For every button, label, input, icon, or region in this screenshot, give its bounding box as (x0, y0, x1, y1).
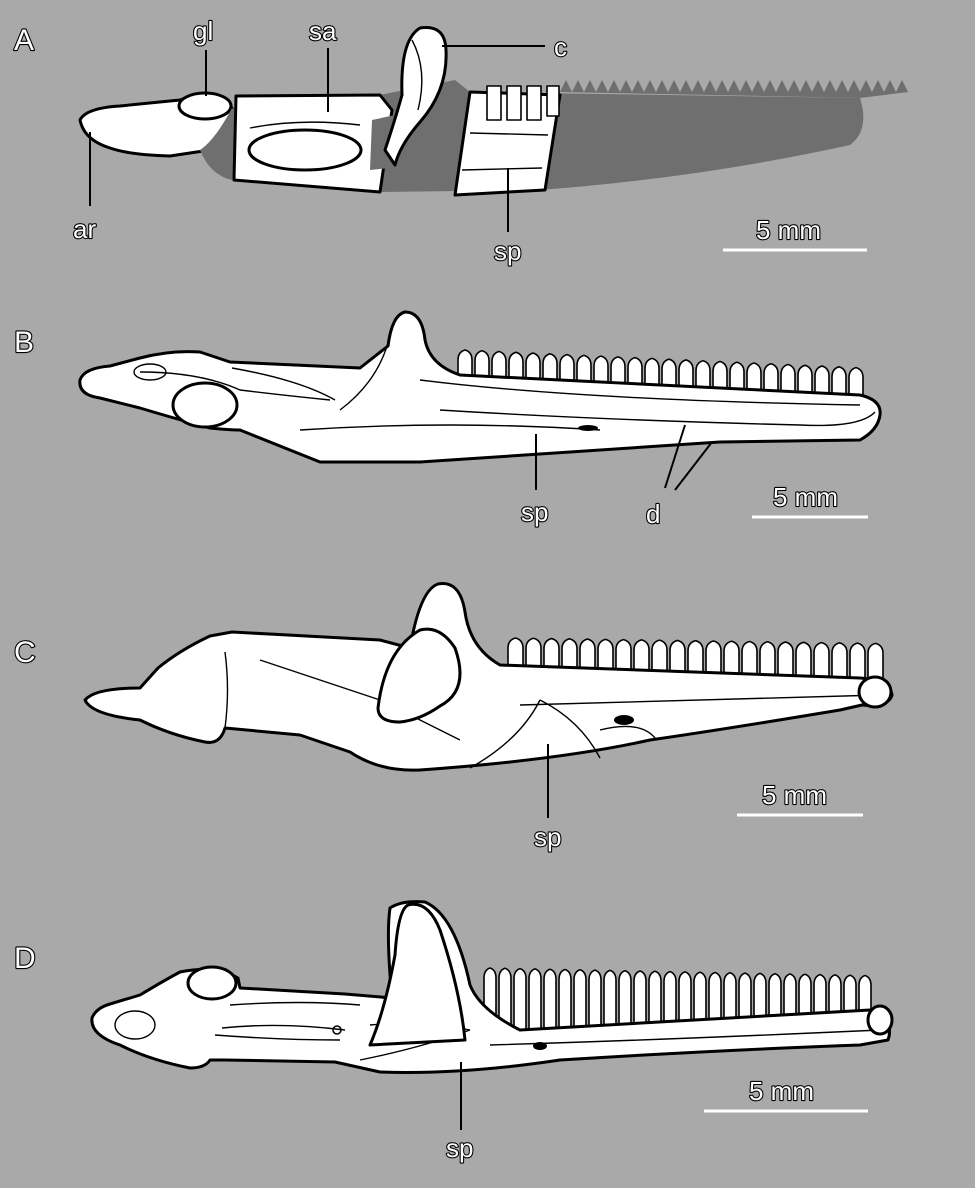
tooth (574, 970, 586, 1030)
annot-sp-c: sp (534, 822, 561, 852)
surangular-fenestra-a (249, 130, 361, 170)
tooth (649, 971, 661, 1028)
panel-label-c: C (14, 636, 36, 669)
foramen-b (578, 425, 598, 431)
tooth (619, 971, 631, 1030)
scale-label-d: 5 mm (749, 1076, 814, 1106)
scale-label-b: 5 mm (773, 482, 838, 512)
anterior-knob-d (868, 1006, 892, 1034)
annot-sp-b: sp (521, 497, 548, 527)
tooth (514, 969, 526, 1032)
annot-c: c (554, 32, 567, 62)
annot-d: d (646, 499, 660, 529)
tooth (634, 971, 646, 1029)
tooth (589, 970, 601, 1030)
posterior-knob-b (173, 383, 237, 427)
scale-label-c: 5 mm (762, 780, 827, 810)
posterior-knob-d (188, 967, 236, 999)
annot-sp-a: sp (494, 236, 521, 266)
annot-sa: sa (309, 16, 337, 46)
foramen-d (533, 1042, 547, 1050)
annot-sp-d: sp (446, 1133, 473, 1163)
tooth (544, 969, 556, 1031)
anterior-knob-c (859, 677, 891, 707)
glenoid-a (179, 93, 231, 119)
foramen-c (614, 715, 634, 725)
panel-label-b: B (14, 326, 34, 359)
tooth (604, 970, 616, 1029)
scale-label-a: 5 mm (756, 215, 821, 245)
panel-label-a: A (14, 24, 34, 57)
tooth (529, 969, 541, 1031)
tooth (559, 970, 571, 1031)
annot-ar: ar (73, 214, 96, 244)
panel-label-d: D (14, 942, 36, 975)
annot-gl: gl (193, 16, 213, 46)
